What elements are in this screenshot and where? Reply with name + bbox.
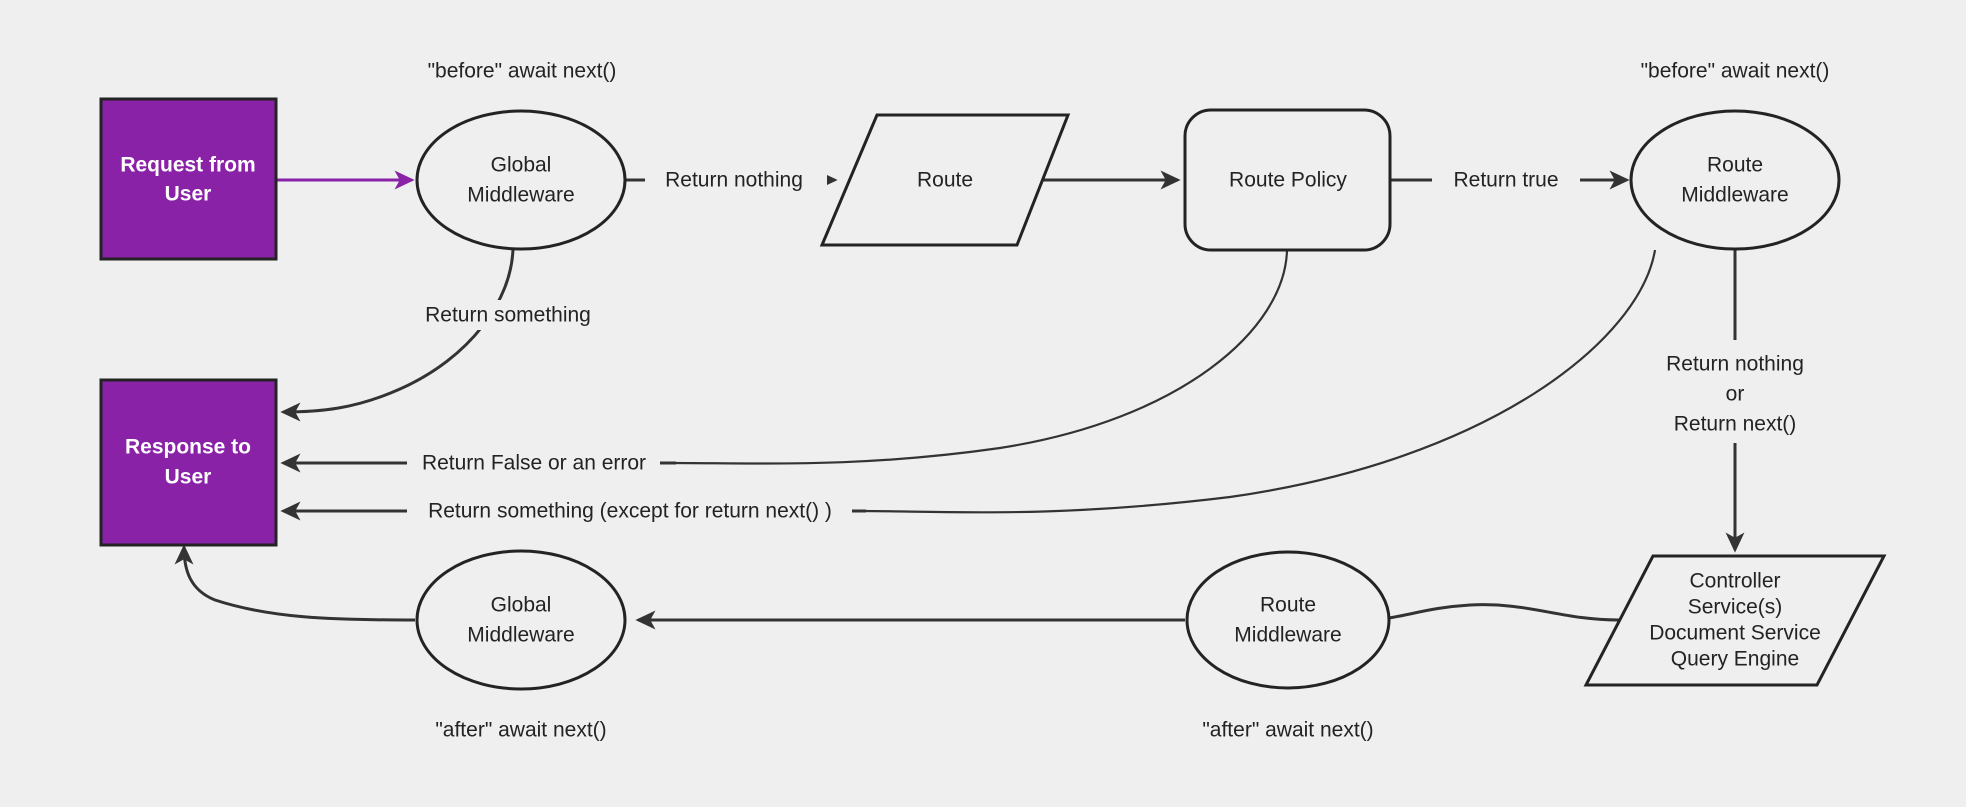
- edge-global-middleware-to-route: Return nothing: [620, 166, 838, 194]
- node-route[interactable]: Route: [819, 113, 1071, 247]
- response-terminal-line2: User: [165, 466, 212, 489]
- annotation-after-await-next-route: "after" await next(): [1202, 719, 1373, 742]
- edge-handler-to-route-middleware-after: [1359, 603, 1620, 630]
- global-middleware-before-line1: Global: [491, 154, 552, 177]
- node-route-middleware-after[interactable]: Route Middleware: [1185, 550, 1391, 690]
- edge-global-middleware-after-to-response: [174, 544, 416, 622]
- route-middleware-before-line1: Route: [1707, 154, 1763, 177]
- node-global-middleware-after[interactable]: Global Middleware: [415, 549, 627, 691]
- edge-label-return-something-except-next: Return something (except for return next…: [428, 500, 832, 523]
- route-middleware-after-line1: Route: [1260, 594, 1316, 617]
- edge-label-return-nothing-or-next-line3: Return next(): [1674, 413, 1797, 436]
- edge-route-middleware-return-something: Return something (except for return next…: [280, 249, 1657, 526]
- global-middleware-before-line2: Middleware: [467, 184, 574, 207]
- request-terminal-line2: User: [165, 183, 212, 206]
- response-terminal-line1: Response to: [125, 436, 251, 459]
- edge-label-return-nothing-or-next-line2: or: [1726, 383, 1745, 406]
- global-middleware-after-line2: Middleware: [467, 624, 574, 647]
- annotation-before-await-next-route: "before" await next(): [1641, 60, 1830, 83]
- edge-label-return-true: Return true: [1453, 169, 1558, 192]
- edge-route-policy-return-false: Return False or an error: [280, 249, 1289, 478]
- handler-line3: Document Service: [1649, 622, 1821, 645]
- route-middleware-after-line2: Middleware: [1234, 624, 1341, 647]
- handler-line4: Query Engine: [1671, 648, 1799, 671]
- node-route-middleware-before[interactable]: Route Middleware: [1629, 109, 1841, 251]
- node-response-to-user[interactable]: Response to User: [99, 378, 278, 547]
- node-controller-service[interactable]: Controller Service(s) Document Service Q…: [1583, 554, 1887, 687]
- edge-global-middleware-return-something: Return something: [280, 247, 599, 422]
- node-global-middleware-before[interactable]: Global Middleware: [415, 109, 627, 251]
- route-label: Route: [917, 169, 973, 192]
- route-policy-label: Route Policy: [1229, 169, 1347, 192]
- edge-label-return-false-or-error: Return False or an error: [422, 452, 646, 475]
- handler-line1: Controller: [1689, 570, 1780, 593]
- request-terminal-line1: Request from: [120, 154, 255, 177]
- annotation-before-await-next-global: "before" await next(): [428, 60, 617, 83]
- annotation-after-await-next-global: "after" await next(): [435, 719, 606, 742]
- handler-line2: Service(s): [1688, 596, 1783, 619]
- edge-route-policy-to-route-middleware: Return true: [1390, 166, 1630, 194]
- route-middleware-before-line2: Middleware: [1681, 184, 1788, 207]
- edge-route-middleware-to-handler: Return nothing or Return next(): [1666, 245, 1804, 553]
- node-request-from-user[interactable]: Request from User: [99, 97, 278, 261]
- node-route-policy[interactable]: Route Policy: [1183, 108, 1392, 252]
- global-middleware-after-line1: Global: [491, 594, 552, 617]
- edge-label-return-nothing: Return nothing: [665, 169, 803, 192]
- edge-label-return-something: Return something: [425, 304, 591, 327]
- edge-label-return-nothing-or-next-line1: Return nothing: [1666, 353, 1804, 376]
